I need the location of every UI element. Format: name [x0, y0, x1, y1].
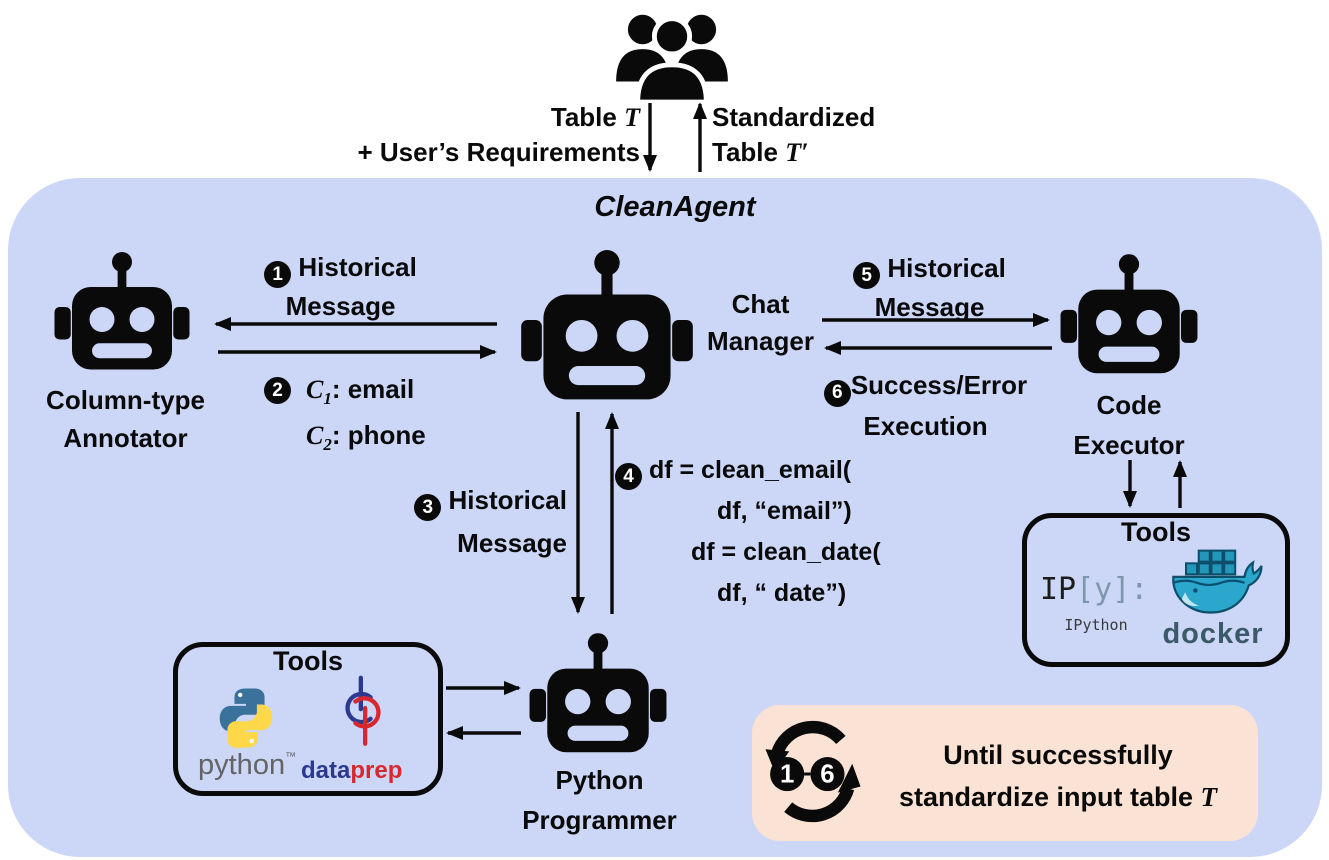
input-requirements-text: + User’s Requirements — [357, 137, 640, 167]
message-1-line1: Historical — [298, 252, 417, 282]
ipython-wordmark: IPython — [1064, 616, 1128, 634]
chat-manager-label-line1: Chat — [731, 289, 790, 319]
dataprep-prep-text: prep — [350, 757, 403, 784]
message-3-line1: Historical — [448, 485, 568, 515]
input-table-symbol: T — [624, 103, 640, 132]
ipython-logo: IP[y]: — [1040, 572, 1148, 607]
message-2-c2: C — [306, 421, 324, 451]
code-line-4: df, “ date”) — [717, 579, 847, 607]
annotator-robot-icon — [52, 252, 192, 377]
message-4-code: 4 df = clean_email( df, “email”) df = cl… — [615, 450, 881, 614]
badge-6: 6 — [823, 379, 851, 407]
annotator-label-line1: Column-type — [46, 385, 205, 415]
programmer-label-line2: Programmer — [522, 805, 677, 835]
badge-5: 5 — [853, 262, 881, 289]
code-line-3: df = clean_date( — [691, 538, 881, 566]
docker-wordmark: docker — [1162, 618, 1264, 650]
message-3-label: 3 Historical Message — [375, 479, 567, 565]
code-line-2: df, “email”) — [717, 497, 852, 525]
chat-manager-label-line2: Manager — [707, 326, 814, 356]
programmer-tools-box — [173, 642, 443, 796]
output-label-text: Table — [712, 137, 778, 167]
loop-caption-line1: Until successfully — [943, 740, 1173, 770]
message-2-c2-value: : phone — [331, 420, 426, 451]
code-executor-robot-icon — [1058, 254, 1200, 381]
figure-title: CleanAgent — [594, 191, 756, 223]
message-1-line2: Message — [285, 291, 396, 321]
loop-caption-line2: standardize input table — [898, 782, 1194, 812]
loop-table-symbol: T — [1200, 782, 1218, 812]
loop-caption: Until successfully standardize input tab… — [872, 734, 1244, 818]
docker-logo-icon — [1172, 549, 1263, 614]
dataprep-wordmark: dataprep — [301, 757, 402, 785]
message-5-label: 5 Historical Message — [832, 250, 1027, 326]
code-executor-label-line2: Executor — [1073, 430, 1185, 460]
code-line-1: df = clean_email( — [648, 456, 852, 484]
message-3-line2: Message — [457, 528, 567, 558]
input-label-text: Table — [550, 102, 617, 132]
python-logo-icon — [219, 688, 273, 749]
message-5-line1: Historical — [887, 253, 1006, 283]
programmer-label-line1: Python — [555, 765, 644, 795]
chat-manager-label: Chat Manager — [698, 286, 823, 360]
cycle-end-number: 6 — [820, 760, 834, 788]
python-wordmark-text: python — [198, 749, 286, 781]
cycle-separator: - — [803, 759, 811, 786]
output-label-line1: Standardized — [712, 102, 876, 132]
output-label: Standardized Table T′ — [712, 100, 992, 170]
programmer-robot-icon — [527, 633, 669, 760]
annotator-label: Column-type Annotator — [28, 381, 223, 457]
users-icon — [613, 5, 731, 103]
python-tm: ™ — [285, 751, 297, 763]
cycle-icon: 1 - 6 — [765, 720, 861, 823]
message-5-line2: Message — [874, 292, 985, 322]
cycle-start-number: 1 — [780, 760, 794, 788]
badge-1: 1 — [264, 261, 292, 288]
annotator-label-line2: Annotator — [63, 423, 188, 453]
executor-tools-title: Tools — [1121, 517, 1191, 547]
ipython-ip-text: IP — [1040, 572, 1077, 607]
dataprep-logo-icon — [345, 675, 381, 746]
badge-2: 2 — [264, 377, 291, 404]
ipython-brackets-text: [y]: — [1076, 572, 1149, 607]
python-wordmark: python™ — [198, 749, 296, 782]
dataprep-data-text: data — [301, 757, 351, 784]
badge-3: 3 — [414, 494, 442, 521]
programmer-label: Python Programmer — [502, 760, 697, 840]
message-6-line1: Success/Error — [850, 370, 1028, 400]
executor-tools-box — [1022, 513, 1290, 667]
badge-4: 4 — [615, 463, 642, 490]
message-6-line2: Execution — [863, 410, 988, 441]
programmer-tools-title: Tools — [273, 646, 343, 676]
code-executor-label: Code Executor — [1058, 385, 1200, 465]
message-2-c1: C — [306, 375, 324, 404]
output-table-symbol: T′ — [785, 138, 809, 167]
message-2-label: C1: email C2: phone — [306, 374, 426, 455]
code-executor-label-line1: Code — [1096, 390, 1162, 420]
message-2-c1-value: : email — [331, 374, 415, 404]
message-1-label: 1 Historical Message — [238, 249, 443, 325]
chat-manager-robot-icon — [518, 250, 696, 409]
input-label: Table T + User’s Requirements — [260, 100, 640, 170]
